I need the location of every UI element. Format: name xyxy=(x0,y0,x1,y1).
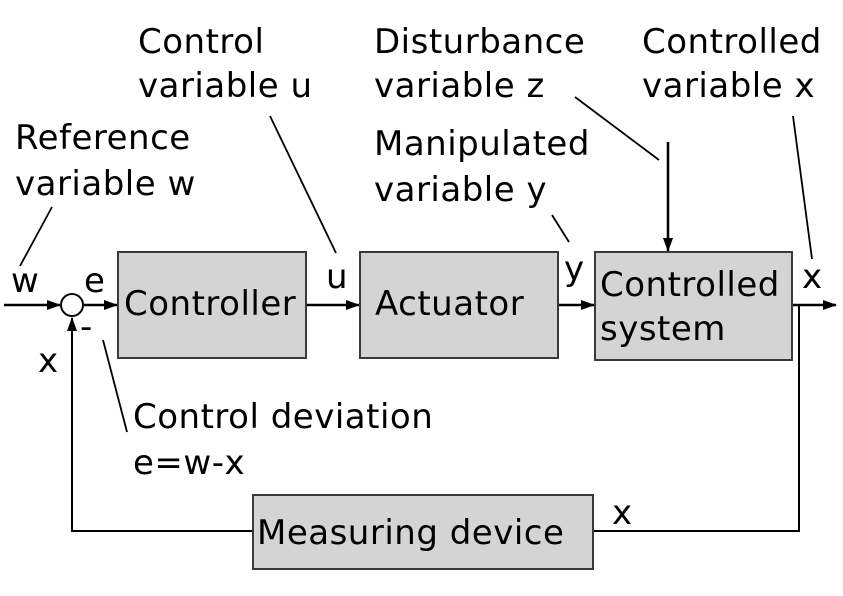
signal-x-feedback: x xyxy=(38,341,59,381)
label-reference-1: Reference xyxy=(15,118,191,158)
controller-label: Controller xyxy=(124,284,297,324)
controller-block: Controller xyxy=(117,251,307,359)
leader-manipulated xyxy=(551,214,570,243)
controlled-system-label-line1: Controlled xyxy=(600,265,780,305)
leader-disturbance xyxy=(574,96,660,161)
label-controlled-variable-2: variable x xyxy=(642,66,816,106)
label-deviation-1: Control deviation xyxy=(133,397,434,437)
controlled-system-block: Controlled system xyxy=(594,251,793,361)
leader-controlled-variable xyxy=(792,115,813,260)
measuring-device-block: Measuring device xyxy=(252,494,594,570)
label-control-variable-2: variable u xyxy=(138,66,313,106)
label-manipulated-1: Manipulated xyxy=(374,124,590,164)
leader-control-variable xyxy=(269,115,337,254)
label-control-variable-1: Control xyxy=(138,22,265,62)
actuator-label: Actuator xyxy=(375,284,525,324)
feedback-line-left xyxy=(67,317,252,532)
signal-u: u xyxy=(326,257,348,297)
leader-deviation xyxy=(102,339,128,433)
signal-x-measure: x xyxy=(612,493,633,533)
signal-x-out: x xyxy=(802,257,823,297)
leader-reference xyxy=(19,206,53,267)
feedback-line-right xyxy=(594,305,800,532)
signal-y: y xyxy=(564,249,585,289)
label-disturbance-1: Disturbance xyxy=(374,22,586,62)
label-manipulated-2: variable y xyxy=(374,170,548,210)
signal-minus: - xyxy=(80,307,93,347)
controlled-system-label-line2: system xyxy=(600,309,726,349)
signal-e: e xyxy=(84,261,105,301)
label-reference-2: variable w xyxy=(15,164,196,204)
label-disturbance-2: variable z xyxy=(374,66,545,106)
actuator-block: Actuator xyxy=(359,251,559,359)
measuring-device-label: Measuring device xyxy=(257,513,565,553)
label-controlled-variable-1: Controlled xyxy=(642,22,822,62)
label-deviation-2: e=w-x xyxy=(133,443,246,483)
signal-w: w xyxy=(11,261,39,301)
